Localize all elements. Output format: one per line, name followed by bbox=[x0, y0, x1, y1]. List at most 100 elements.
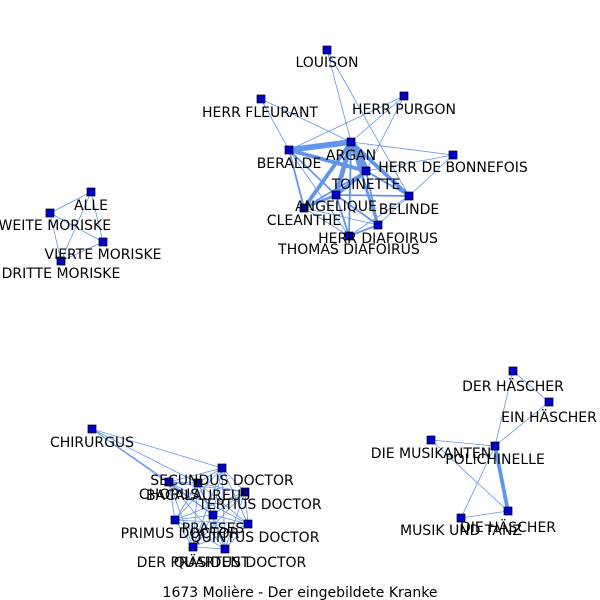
node-label-chirurgus: CHIRURGUS bbox=[50, 435, 134, 451]
edge-chorus-tertius bbox=[168, 481, 246, 493]
node-label-thomas: THOMAS DIAFOIRUS bbox=[277, 242, 420, 258]
edge-primus-quintus bbox=[174, 519, 249, 525]
edge-primus-der_praesident bbox=[174, 519, 194, 548]
node-quintus bbox=[243, 519, 253, 529]
edge-belinde-diafoirus bbox=[377, 195, 410, 226]
edge-bacalaureus-der_praesident bbox=[192, 482, 199, 548]
edge-tertius-quintus bbox=[244, 491, 249, 525]
edge-musik_tanz-die_hascher bbox=[460, 510, 509, 519]
edge-musikanten-die_hascher bbox=[430, 439, 509, 512]
node-toinette bbox=[361, 166, 371, 176]
edge-secundus-primus bbox=[174, 467, 223, 521]
node-die_hascher bbox=[503, 506, 513, 516]
node-chorus bbox=[164, 477, 174, 487]
edge-argan-angelique bbox=[333, 139, 354, 198]
edge-quartus-der_praesident bbox=[192, 546, 226, 550]
node-thomas bbox=[344, 231, 354, 241]
edge-chorus-praeses bbox=[168, 481, 214, 516]
node-label-primus: PRIMUS DOCTOR bbox=[121, 526, 240, 542]
edge-alle-vierte bbox=[90, 191, 104, 243]
node-bonnefois bbox=[448, 150, 458, 160]
node-label-toinette: TOINETTE bbox=[331, 177, 401, 193]
edge-zweite-dritte bbox=[49, 212, 62, 262]
edge-chorus-quintus bbox=[168, 481, 249, 525]
edge-chorus-primus bbox=[168, 481, 176, 521]
node-dritte bbox=[56, 256, 66, 266]
edge-ein_hascher-polichinelle bbox=[494, 401, 550, 447]
edge-chorus-bacalaureus bbox=[168, 481, 199, 484]
node-label-der_praesident: DER PRÄSIDENT bbox=[137, 553, 250, 571]
node-label-vierte: VIERTE MORISKE bbox=[45, 247, 162, 263]
node-label-der_hascher: DER HÄSCHER bbox=[462, 377, 564, 395]
node-label-bacalaureus: BACALAUREUS bbox=[146, 488, 250, 504]
edge-argan-louison bbox=[326, 49, 352, 143]
edge-angelique-belinde bbox=[335, 194, 410, 197]
node-beralde bbox=[284, 145, 294, 155]
edges-layer bbox=[49, 49, 550, 550]
edge-cleanthe-thomas bbox=[303, 207, 350, 237]
node-der_praesident bbox=[188, 542, 198, 552]
edge-argan-thomas bbox=[348, 141, 352, 237]
edge-toinette-belinde bbox=[365, 170, 410, 197]
edge-diafoirus-thomas bbox=[348, 224, 379, 237]
node-quartus bbox=[220, 544, 230, 554]
edge-angelique-diafoirus bbox=[335, 194, 379, 226]
node-vierte bbox=[98, 237, 108, 247]
node-label-argan: ARGAN bbox=[326, 148, 376, 164]
node-label-cleanthe: CLEANTHE bbox=[267, 213, 341, 229]
node-label-musikanten: DIE MUSIKANTEN bbox=[371, 446, 491, 462]
edge-secundus-quartus bbox=[221, 467, 226, 550]
node-praeses bbox=[208, 510, 218, 520]
edge-belinde-bonnefois bbox=[408, 154, 454, 197]
edge-argan-fleurant bbox=[260, 98, 352, 143]
node-label-secundus: SECUNDUS DOCTOR bbox=[150, 473, 294, 489]
node-label-purgon: HERR PURGON bbox=[352, 102, 456, 118]
edge-zweite-vierte bbox=[49, 212, 104, 243]
edge-alle-zweite bbox=[49, 191, 92, 214]
node-label-tertius: TERTIUS DOCTOR bbox=[197, 497, 322, 513]
edge-beralde-cleanthe bbox=[288, 149, 305, 209]
edge-belinde-thomas bbox=[348, 195, 410, 237]
edge-argan-bonnefois bbox=[350, 141, 454, 156]
node-der_hascher bbox=[508, 366, 518, 376]
node-tertius bbox=[240, 487, 250, 497]
node-label-quintus: QUINTUS DOCTOR bbox=[191, 530, 320, 546]
edge-toinette-purgon bbox=[365, 95, 405, 172]
node-angelique bbox=[331, 190, 341, 200]
edge-der_hascher-polichinelle bbox=[494, 370, 514, 447]
edge-angelique-thomas bbox=[335, 194, 350, 237]
edge-argan-diafoirus bbox=[349, 140, 380, 227]
edge-tertius-der_praesident bbox=[192, 491, 246, 548]
edge-alle-dritte bbox=[60, 191, 92, 262]
node-label-die_hascher: DIE HÄSCHER bbox=[460, 518, 556, 536]
edge-secundus-chorus bbox=[168, 467, 223, 483]
node-bacalaureus bbox=[193, 478, 203, 488]
node-ein_hascher bbox=[544, 397, 554, 407]
edge-beralde-fleurant bbox=[260, 98, 290, 151]
edge-praeses-der_praesident bbox=[192, 514, 214, 548]
edge-der_hascher-ein_hascher bbox=[512, 370, 550, 403]
node-label-angelique: ANGELIQUE bbox=[295, 199, 377, 215]
node-label-bonnefois: HERR DE BONNEFOIS bbox=[378, 160, 528, 176]
edge-argan-belinde bbox=[349, 140, 411, 198]
node-label-alle: ALLE bbox=[74, 198, 108, 214]
edge-praeses-primus bbox=[174, 514, 214, 521]
edge-chirurgus-secundus bbox=[91, 428, 223, 469]
node-label-fleurant: HERR FLEURANT bbox=[202, 105, 318, 121]
node-label-dritte: DRITTE MORISKE bbox=[2, 266, 121, 282]
edge-tertius-primus bbox=[174, 491, 246, 521]
node-polichinelle bbox=[490, 441, 500, 451]
edge-bacalaureus-primus bbox=[174, 482, 199, 521]
edge-bacalaureus-quintus bbox=[197, 482, 249, 525]
node-cleanthe bbox=[299, 203, 309, 213]
node-label-praeses: PRAESES bbox=[182, 521, 245, 537]
edge-polichinelle-die_hascher bbox=[493, 444, 510, 513]
graph-caption: 1673 Molière - Der eingebildete Kranke bbox=[163, 585, 438, 600]
edge-praeses-quintus bbox=[212, 514, 249, 525]
node-label-musik_tanz: MUSIK UND TANZ bbox=[400, 523, 522, 539]
edge-secundus-praeses bbox=[212, 467, 223, 516]
node-secundus bbox=[217, 463, 227, 473]
edge-quintus-der_praesident bbox=[192, 523, 249, 548]
node-label-ein_hascher: EIN HÄSCHER bbox=[501, 408, 597, 426]
